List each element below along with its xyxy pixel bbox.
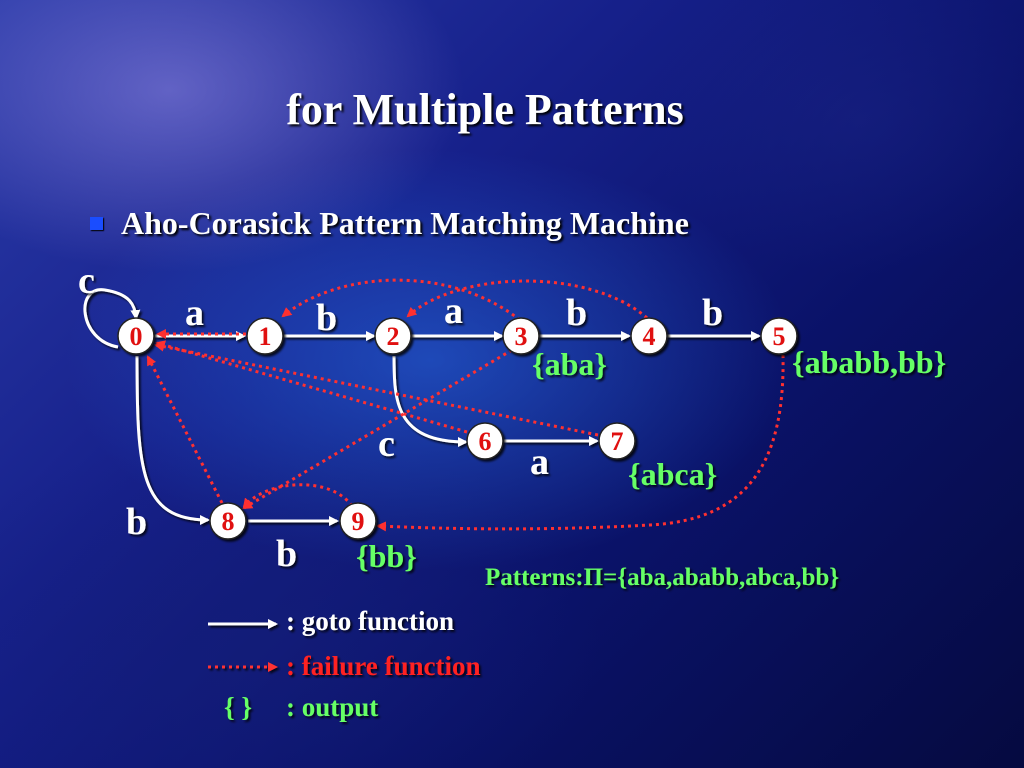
edge-label-3-4: b bbox=[566, 292, 587, 334]
legend-output-label: : output bbox=[286, 692, 378, 722]
state-4: 4 bbox=[630, 317, 668, 355]
state-6: 6 bbox=[466, 422, 504, 460]
output-state-3: {aba} bbox=[532, 346, 607, 382]
edge-label-4-5: b bbox=[702, 292, 723, 334]
svg-text:0: 0 bbox=[130, 322, 143, 351]
goto-edge-2-6 bbox=[392, 355, 468, 447]
state-0: 0 bbox=[117, 317, 155, 355]
state-8: 8 bbox=[209, 502, 247, 540]
svg-text:2: 2 bbox=[387, 322, 400, 351]
state-2: 2 bbox=[374, 317, 412, 355]
bullet-square-icon bbox=[90, 217, 103, 231]
svg-text:7: 7 bbox=[611, 427, 624, 456]
failure-edge-4-2 bbox=[406, 279, 648, 320]
output-state-5: {ababb,bb} bbox=[792, 344, 946, 380]
legend-output-symbol: { } bbox=[224, 692, 252, 722]
edge-label-0-8: b bbox=[126, 501, 147, 543]
edge-label-0-1: a bbox=[185, 292, 204, 334]
bullet-item: Aho-Corasick Pattern Matching Machine bbox=[90, 205, 689, 242]
legend-goto-label: : goto function bbox=[286, 606, 454, 636]
svg-text:8: 8 bbox=[222, 507, 235, 536]
edge-label-2-3: a bbox=[444, 290, 463, 332]
state-9: 9 bbox=[339, 502, 377, 540]
state-3: 3 bbox=[502, 317, 540, 355]
state-5: 5 bbox=[760, 317, 798, 355]
goto-edge-0-8 bbox=[135, 355, 210, 525]
failure-edge-6-0 bbox=[155, 340, 468, 434]
edge-label-6-7: a bbox=[530, 441, 549, 483]
state-1: 1 bbox=[246, 317, 284, 355]
state-nodes: 0 1 2 3 4 5 6 7 bbox=[117, 317, 798, 540]
svg-text:5: 5 bbox=[773, 322, 786, 351]
state-7: 7 bbox=[598, 422, 636, 460]
failure-edge-9-8 bbox=[242, 483, 354, 509]
failure-edge-8-0 bbox=[146, 355, 224, 504]
legend-failure-label: : failure function bbox=[286, 651, 481, 681]
svg-text:9: 9 bbox=[352, 507, 365, 536]
edge-label-loop-c: c bbox=[78, 260, 95, 302]
edge-label-2-6: c bbox=[378, 423, 395, 465]
edge-label-1-2: b bbox=[316, 297, 337, 339]
svg-text:3: 3 bbox=[515, 322, 528, 351]
failure-edge-5-9 bbox=[376, 354, 785, 532]
legend: : goto function : failure function { } :… bbox=[208, 606, 481, 722]
goto-edge-0-0 bbox=[83, 288, 141, 349]
failure-edge-7-0 bbox=[154, 341, 599, 437]
bullet-text: Aho-Corasick Pattern Matching Machine bbox=[121, 205, 689, 241]
svg-text:1: 1 bbox=[259, 322, 272, 351]
output-state-9: {bb} bbox=[356, 538, 417, 574]
svg-text:4: 4 bbox=[643, 322, 656, 351]
patterns-label: Patterns:Π={aba,ababb,abca,bb} bbox=[485, 564, 839, 591]
page-title: for Multiple Patterns bbox=[286, 85, 684, 134]
edge-label-8-9: b bbox=[276, 533, 297, 575]
failure-edge-3-8 bbox=[242, 348, 513, 510]
svg-text:6: 6 bbox=[479, 427, 492, 456]
failure-edge-3-1 bbox=[281, 278, 521, 322]
output-state-7: {abca} bbox=[628, 456, 717, 492]
